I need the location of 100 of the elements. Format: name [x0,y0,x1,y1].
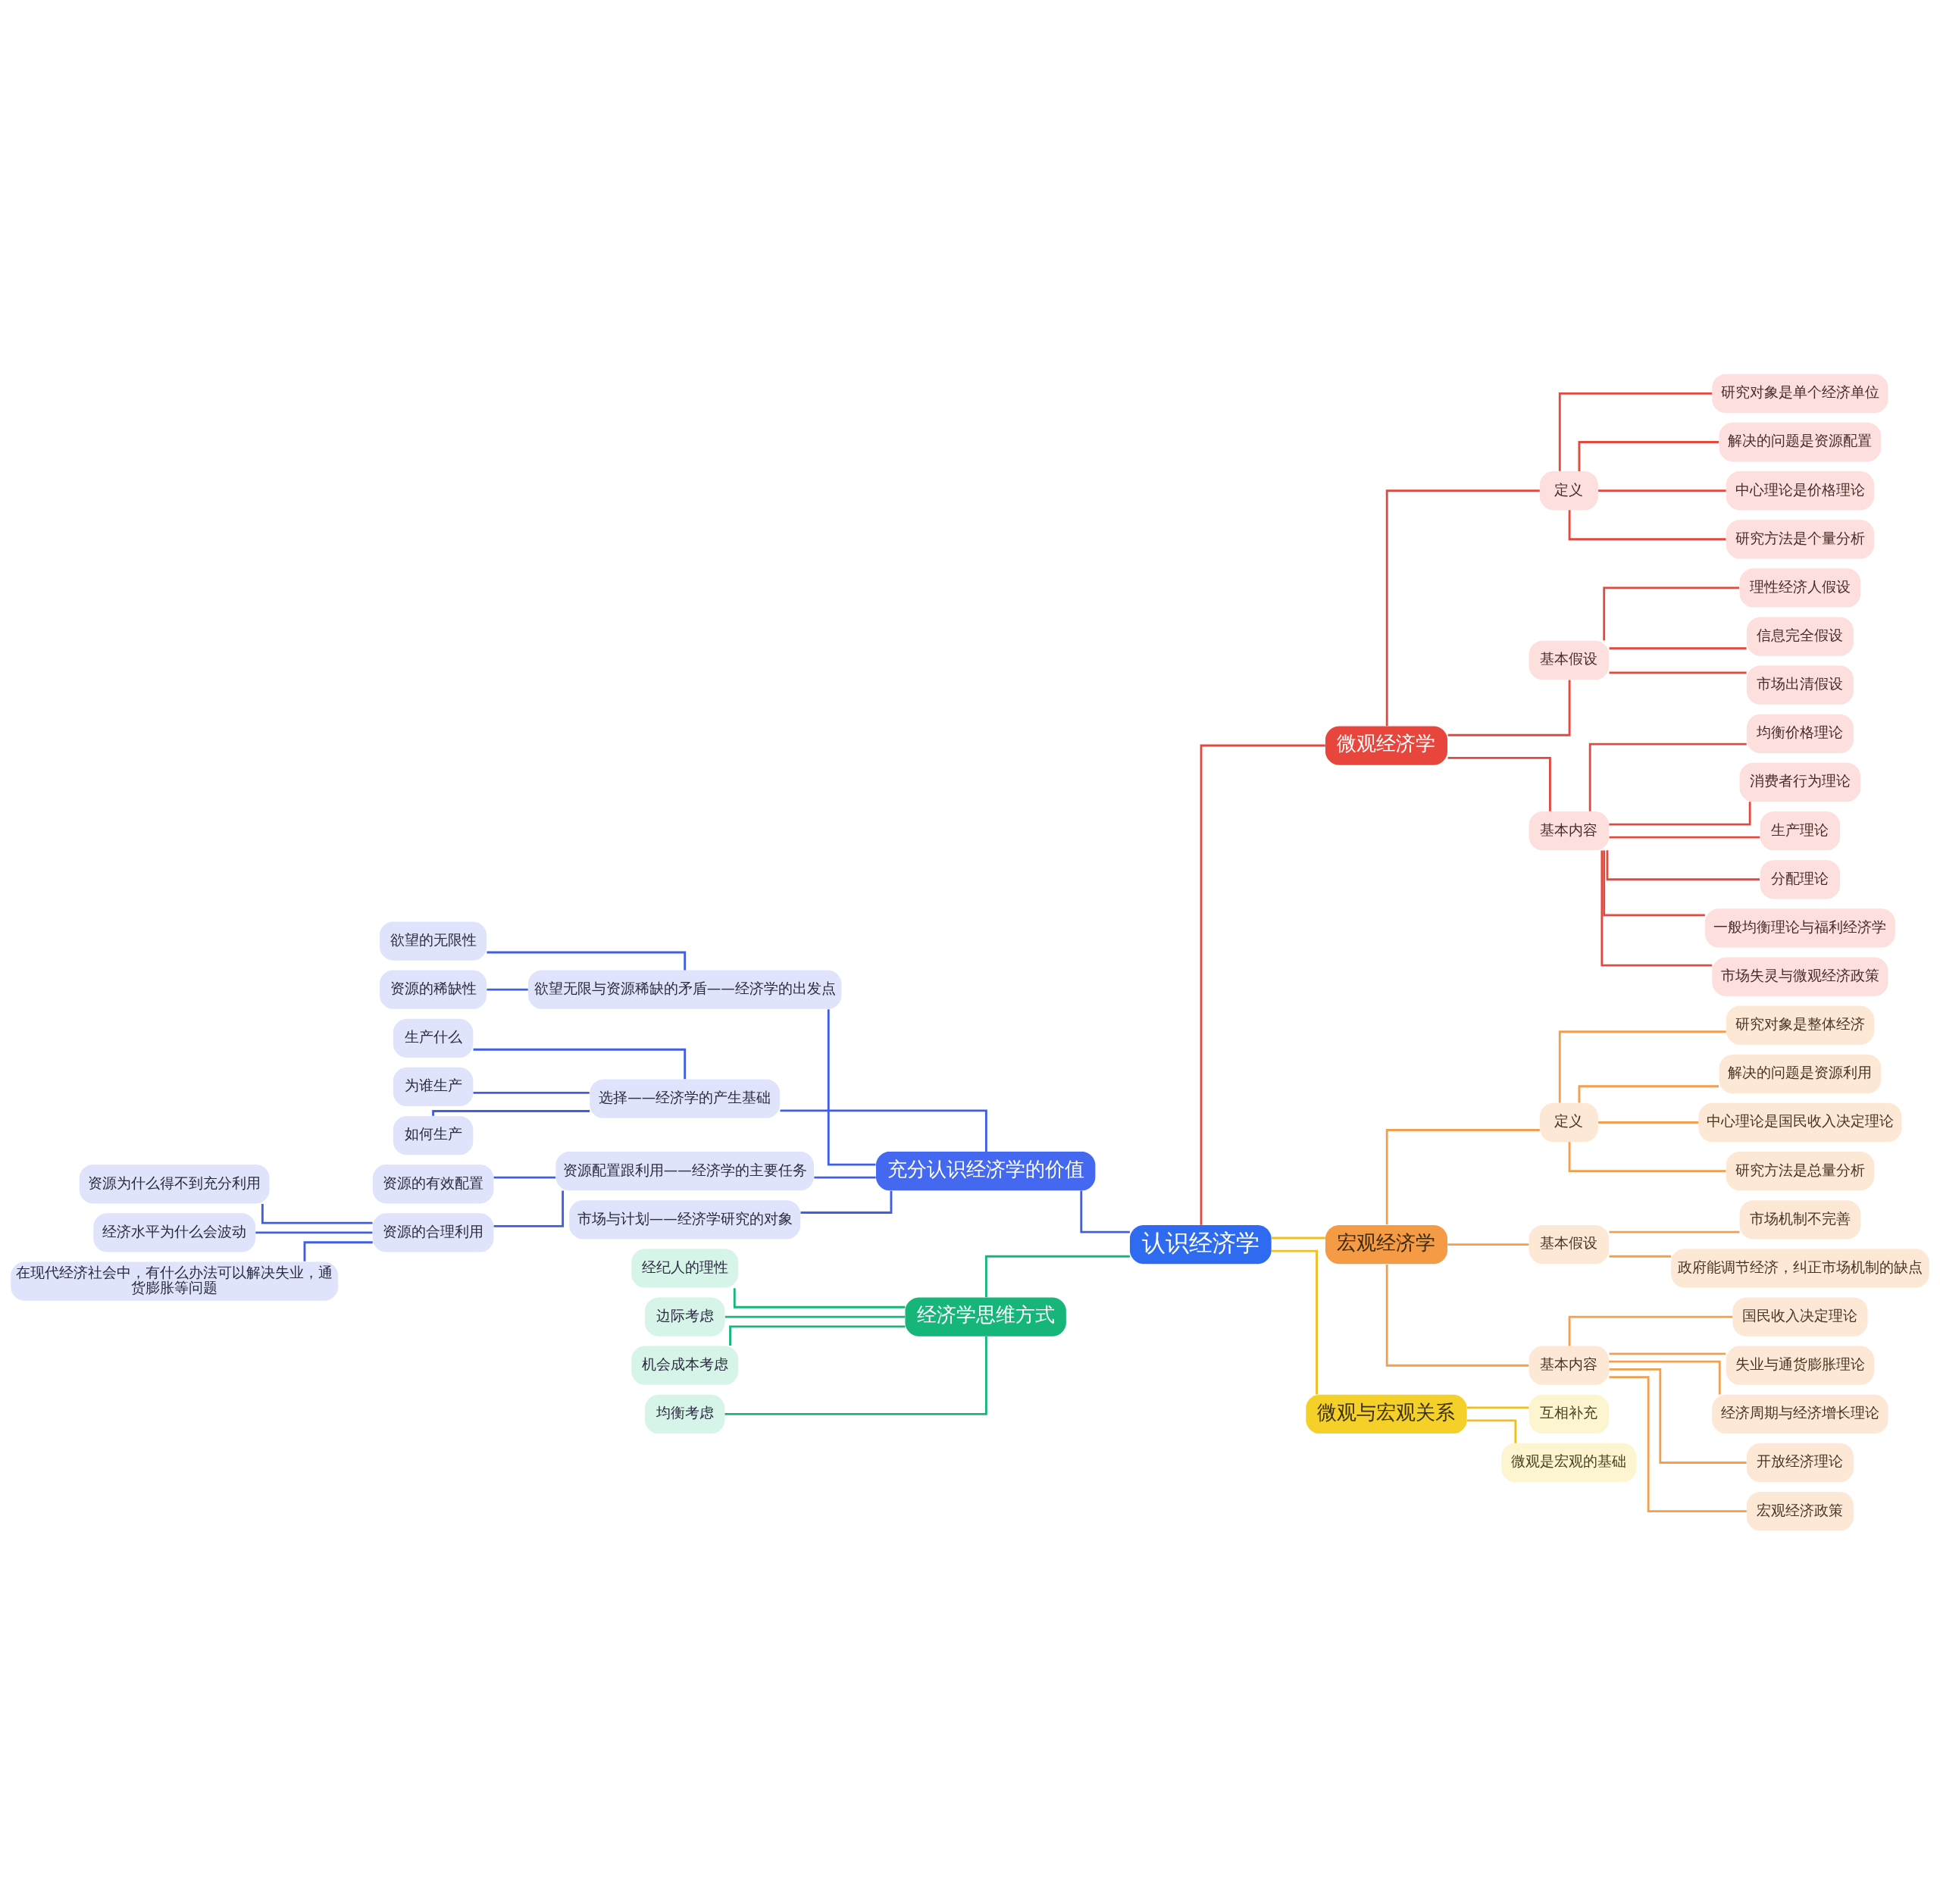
connector [1609,1368,1747,1464]
node-box: 分配理论 [1760,859,1841,899]
connector [1568,509,1726,540]
connector [1588,743,1747,811]
node-box: 均衡考虑 [644,1394,725,1433]
connector [255,1230,373,1233]
connector [1603,586,1739,640]
node-box: 研究方法是总量分析 [1726,1151,1875,1190]
connector [1609,1375,1747,1512]
connector [1609,1255,1671,1258]
node-box: 生产理论 [1760,811,1841,850]
node-box: 失业与通货膨胀理论 [1726,1346,1875,1385]
connector [1447,1243,1529,1246]
connector [729,1324,906,1346]
connector [487,988,528,991]
connector [1609,836,1760,839]
node-box: 资源为什么得不到充分利用 [79,1164,270,1203]
node-box: 资源的稀缺性 [380,970,487,1009]
connector [473,1091,590,1094]
node-box: 资源的有效配置 [372,1164,494,1203]
connector [1080,1190,1130,1233]
connector [1609,671,1747,674]
node-box: 欲望的无限性 [380,921,487,961]
connector [814,1176,876,1179]
connector [1466,1419,1517,1443]
node-box: 如何生产 [393,1115,474,1155]
node-box: 解决的问题是资源利用 [1719,1054,1882,1093]
connector [780,1108,987,1152]
connector [1606,849,1760,880]
node-box: 消费者行为理论 [1739,762,1861,802]
node-box: 中心理论是国民收入决定理论 [1698,1102,1902,1142]
connector [493,1176,556,1179]
connector [1385,489,1540,726]
node-box: 市场机制不完善 [1739,1199,1861,1239]
node-box: 边际考虑 [644,1296,725,1337]
node-box: 研究对象是单个经济单位 [1712,374,1888,413]
node-box: 经济学思维方式 [905,1296,1066,1337]
connector [1466,1405,1529,1408]
node-box: 中心理论是价格理论 [1726,471,1875,510]
node-box: 宏观经济政策 [1746,1491,1854,1530]
connector [1385,1128,1540,1224]
connector [733,1287,906,1308]
connector [303,1240,373,1262]
connector [473,1048,687,1079]
node-box: 欲望无限与资源稀缺的矛盾——经济学的出发点 [528,970,842,1009]
connector [1568,1141,1726,1172]
connector [1578,1084,1719,1102]
node-box: 基本假设 [1529,1224,1610,1264]
connector [1609,1360,1721,1395]
node-box: 资源的合理利用 [372,1212,494,1252]
node-box: 为谁生产 [393,1067,474,1106]
node-box: 微观与宏观关系 [1306,1394,1467,1433]
connector [1603,849,1705,916]
node-box: 宏观经济学 [1325,1224,1447,1264]
node-box: 经济水平为什么会波动 [93,1212,256,1252]
connector [984,1255,1130,1297]
node-box: 国民收入决定理论 [1732,1296,1868,1337]
node-box: 基本内容 [1529,1346,1610,1385]
node-box: 选择——经济学的产生基础 [590,1079,781,1118]
connector [1598,1121,1699,1124]
connector [724,1315,906,1318]
connector [800,1190,893,1214]
node-box: 经纪人的理性 [631,1248,739,1288]
node-box: 一般均衡理论与福利经济学 [1705,908,1895,948]
node-box: 机会成本考虑 [631,1346,739,1385]
node-box: 信息完全假设 [1746,616,1854,656]
connector [1609,1352,1726,1355]
connector [487,951,687,970]
connector [493,1190,565,1227]
node-box: 研究方法是个量分析 [1726,519,1875,558]
connector [1600,849,1713,967]
node-box: 市场与计划——经济学研究的对象 [569,1199,801,1239]
node-box: 充分认识经济学的价值 [876,1151,1096,1190]
node-box: 认识经济学 [1129,1224,1272,1264]
connector [1578,440,1719,471]
node-box: 均衡价格理论 [1746,714,1854,753]
connector [1609,801,1751,825]
node-box: 资源配置跟利用——经济学的主要任务 [555,1151,815,1190]
node-box: 经济周期与经济增长理论 [1712,1394,1888,1433]
connector [827,1008,876,1165]
connector [261,1203,373,1224]
connector [1609,1230,1740,1233]
connector [724,1336,987,1415]
node-box: 市场失灵与微观经济政策 [1712,956,1888,996]
node-box: 互相补充 [1529,1394,1610,1433]
connector [1558,392,1713,471]
connector [1447,679,1571,736]
node-box: 基本假设 [1529,640,1610,680]
connector [432,1109,590,1116]
node-box: 研究对象是整体经济 [1726,1005,1875,1045]
node-box: 开放经济理论 [1746,1443,1854,1482]
connector [1200,744,1325,1225]
node-box: 微观经济学 [1325,725,1447,765]
connector [1271,1237,1325,1239]
node-box: 市场出清假设 [1746,665,1854,705]
node-box: 理性经济人假设 [1739,567,1861,608]
node-box: 定义 [1539,1102,1598,1142]
node-box: 在现代经济社会中，有什么办法可以解决失业，通货膨胀等问题 [11,1261,339,1301]
connector [1609,646,1747,649]
node-box: 生产什么 [393,1018,474,1058]
